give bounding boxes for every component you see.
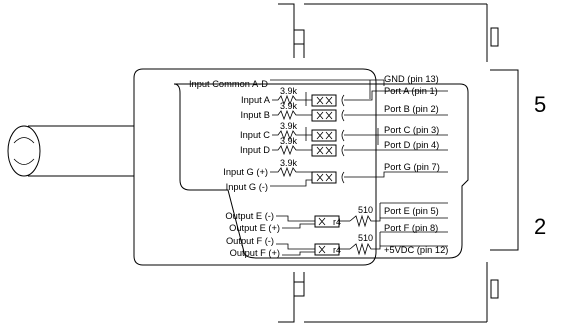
input-wiring xyxy=(270,92,312,187)
label-port-b: Port B (pin 2) xyxy=(384,104,439,114)
side-number-top: 5 xyxy=(534,92,546,117)
label-port-c: Port C (pin 3) xyxy=(384,125,439,135)
label-gnd: GND (pin 13) xyxy=(384,74,439,84)
resistor-a-value: 3.9k xyxy=(280,86,298,96)
label-input-b: Input B xyxy=(241,110,270,120)
label-port-e: Port E (pin 5) xyxy=(384,206,439,216)
resistor-g-value: 3.9k xyxy=(280,158,298,168)
label-input-d: Input D xyxy=(240,145,270,155)
label-port-g: Port G (pin 7) xyxy=(384,162,440,172)
label-vdc: +5VDC (pin 12) xyxy=(384,245,448,255)
label-output-f-pos: Output F (+) xyxy=(230,248,280,258)
inner-board xyxy=(173,83,469,259)
label-output-e-pos: Output E (+) xyxy=(229,223,280,233)
port-wiring xyxy=(344,80,448,178)
label-output-f-neg: Output F (-) xyxy=(226,236,274,246)
resistor-c-value: 3.9k xyxy=(280,121,298,131)
side-number-bottom: 2 xyxy=(534,214,546,239)
label-input-g-neg: Input G (-) xyxy=(226,182,268,192)
label-output-e-neg: Output E (-) xyxy=(225,211,274,221)
output-wiring xyxy=(276,202,448,256)
label-input-a: Input A xyxy=(241,95,271,105)
connector-shell xyxy=(133,3,519,323)
cable xyxy=(7,125,134,177)
optocouplers: r4 r4 xyxy=(311,94,350,256)
label-input-common: Input Common A-D xyxy=(189,79,268,89)
resistor-d-value: 3.9k xyxy=(280,136,298,146)
resistor-f-value: 510 xyxy=(358,233,373,243)
label-input-g-pos: Input G (+) xyxy=(223,167,268,177)
label-port-f: Port F (pin 8) xyxy=(384,223,438,233)
resistor-e-value: 510 xyxy=(358,205,373,215)
svg-text:r4: r4 xyxy=(333,217,341,227)
label-port-d: Port D (pin 4) xyxy=(384,140,439,150)
svg-text:r4: r4 xyxy=(333,245,341,255)
resistor-b-value: 3.9k xyxy=(280,101,298,111)
label-port-a: Port A (pin 1) xyxy=(384,86,438,96)
label-input-c: Input C xyxy=(240,130,270,140)
